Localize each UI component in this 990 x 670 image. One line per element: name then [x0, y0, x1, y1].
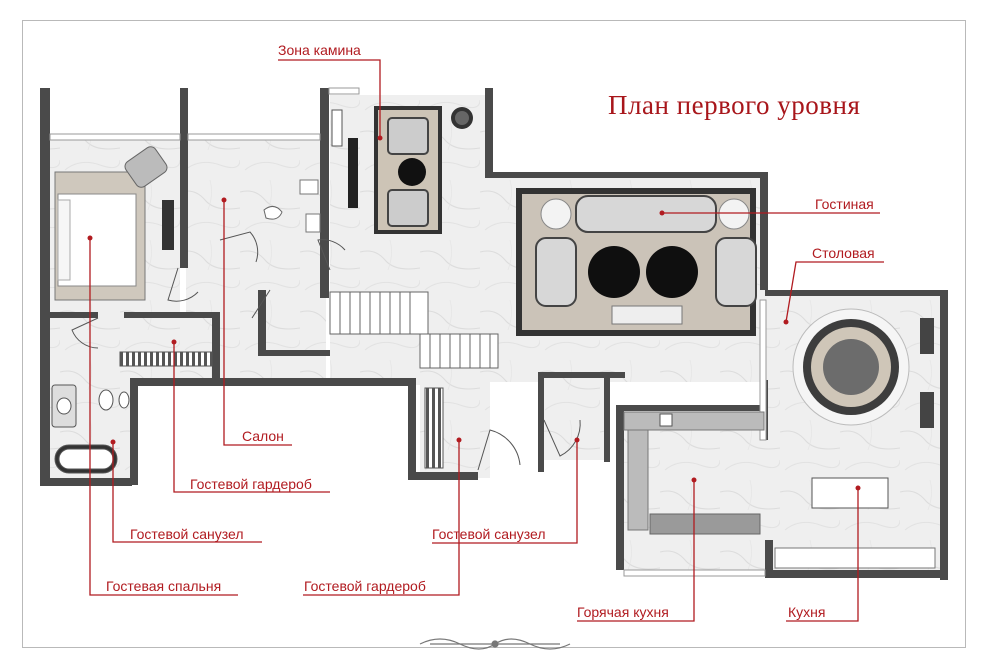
bath2-floor [540, 380, 610, 460]
dining-table [792, 308, 934, 428]
wardrobe-rail-2 [424, 387, 444, 469]
leader-dots [87, 135, 861, 491]
fireplace-zone-furniture [331, 106, 473, 234]
flourish-ornament [419, 638, 571, 650]
kitchen-units [623, 411, 936, 569]
label-living-room: Гостиная [815, 196, 874, 212]
salon-fixtures [263, 179, 321, 233]
guest-bed [54, 146, 174, 301]
leader-lines [89, 59, 884, 622]
label-guest-wardrobe-2: Гостевой гардероб [304, 578, 426, 594]
salon-floor [186, 140, 326, 380]
label-guest-wardrobe-1: Гостевой гардероб [190, 476, 312, 492]
bath-fixtures [51, 384, 130, 474]
label-kitchen: Кухня [788, 604, 826, 620]
doors [71, 231, 581, 471]
label-guest-bedroom: Гостевая спальня [106, 578, 222, 594]
kitchen-floor [620, 410, 945, 570]
plan-title: План первого уровня [608, 90, 861, 120]
staircase [329, 291, 499, 369]
label-guest-bathroom-1: Гостевой санузел [130, 526, 244, 542]
label-hot-kitchen: Горячая кухня [577, 604, 669, 620]
page-frame [22, 20, 966, 648]
living-room-furniture [516, 188, 757, 336]
label-dining-room: Столовая [812, 245, 875, 261]
label-guest-bathroom-2: Гостевой санузел [432, 526, 546, 542]
wardrobe-rail-1 [119, 351, 213, 367]
label-fireplace-zone: Зона камина [278, 42, 361, 58]
label-salon: Салон [242, 428, 284, 444]
